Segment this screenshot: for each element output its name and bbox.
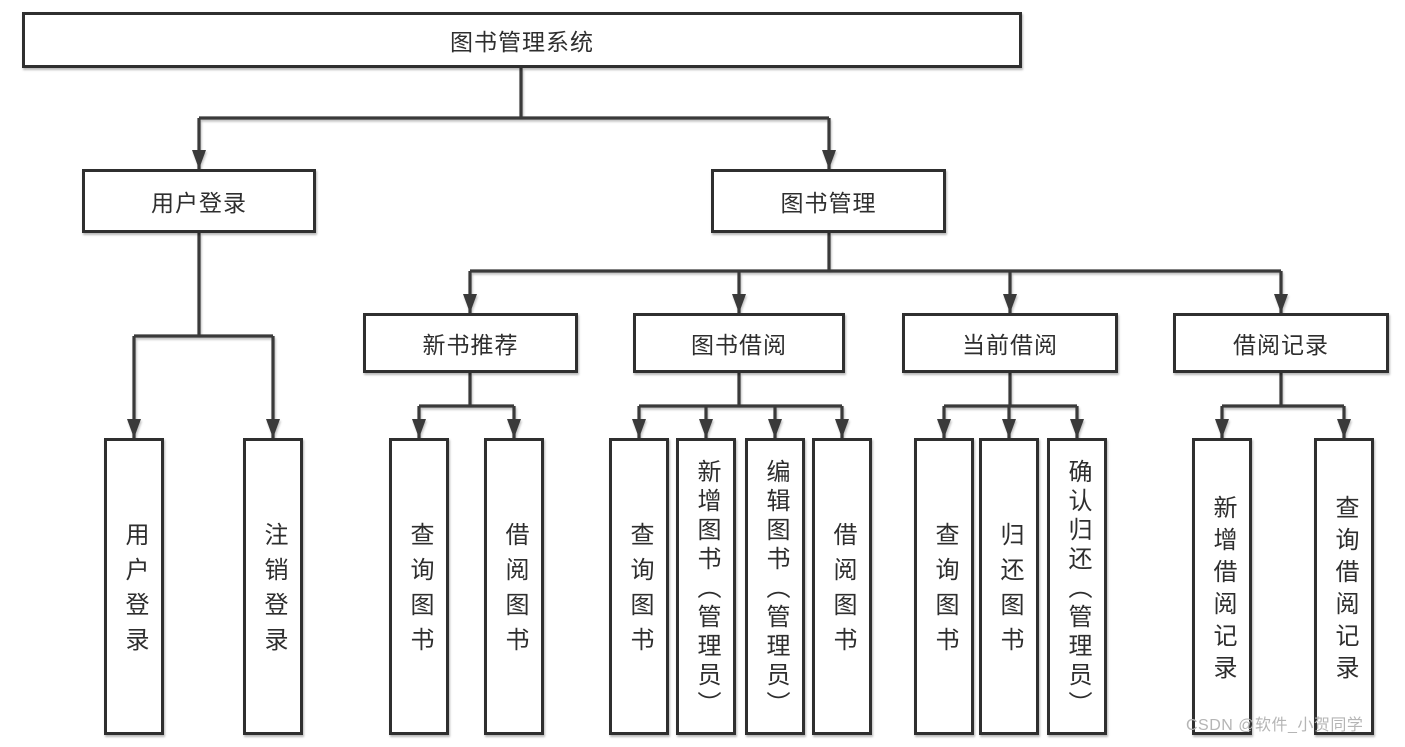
leaf-confirm-return-admin: 确认归还（管理员） — [1047, 438, 1107, 735]
leaf-borrow-books-recommend-label: 借阅图书 — [501, 522, 528, 662]
node-book-management-label: 图书管理 — [780, 190, 877, 216]
leaf-logout-label: 注销登录 — [260, 522, 287, 662]
leaf-borrow-books: 借阅图书 — [812, 438, 872, 735]
node-borrowing-records-label: 借阅记录 — [1233, 332, 1329, 358]
leaf-edit-books-admin: 编辑图书（管理员） — [745, 438, 805, 735]
leaf-return-books: 归还图书 — [979, 438, 1039, 735]
node-book-management: 图书管理 — [711, 169, 946, 233]
leaf-add-books-admin-label: 新增图书（管理员） — [693, 458, 720, 720]
leaf-query-books-borrowing-label: 查询图书 — [626, 522, 653, 662]
leaf-add-borrow-record-label: 新增借阅记录 — [1209, 494, 1236, 687]
node-root-system: 图书管理系统 — [22, 12, 1022, 68]
leaf-return-books-label: 归还图书 — [996, 522, 1023, 662]
leaf-add-books-admin: 新增图书（管理员） — [676, 438, 736, 735]
leaf-borrow-books-recommend: 借阅图书 — [484, 438, 544, 735]
csdn-watermark: CSDN @软件_小贺同学 — [1186, 717, 1364, 734]
node-current-borrowing: 当前借阅 — [902, 313, 1118, 373]
leaf-borrow-books-label: 借阅图书 — [829, 522, 856, 662]
node-new-book-recommend-label: 新书推荐 — [422, 332, 519, 358]
leaf-query-borrow-record-label: 查询借阅记录 — [1331, 494, 1358, 687]
node-root-label: 图书管理系统 — [450, 29, 594, 55]
leaf-query-borrow-record: 查询借阅记录 — [1314, 438, 1374, 735]
leaf-query-books-borrowing: 查询图书 — [609, 438, 669, 735]
node-user-login: 用户登录 — [82, 169, 316, 233]
leaf-query-books-current-label: 查询图书 — [931, 522, 958, 662]
node-borrowing-records: 借阅记录 — [1173, 313, 1389, 373]
leaf-logout: 注销登录 — [243, 438, 303, 735]
leaf-user-login: 用户登录 — [104, 438, 164, 735]
leaf-query-books-recommend: 查询图书 — [389, 438, 449, 735]
leaf-confirm-return-admin-label: 确认归还（管理员） — [1064, 458, 1091, 720]
leaf-edit-books-admin-label: 编辑图书（管理员） — [762, 458, 789, 720]
leaf-add-borrow-record: 新增借阅记录 — [1192, 438, 1252, 735]
node-current-borrowing-label: 当前借阅 — [962, 332, 1058, 358]
leaf-user-login-label: 用户登录 — [121, 522, 148, 662]
leaf-query-books-current: 查询图书 — [914, 438, 974, 735]
node-user-login-label: 用户登录 — [151, 190, 247, 216]
node-new-book-recommend: 新书推荐 — [363, 313, 578, 373]
leaf-query-books-recommend-label: 查询图书 — [406, 522, 433, 662]
node-book-borrowing: 图书借阅 — [633, 313, 845, 373]
node-book-borrowing-label: 图书借阅 — [691, 332, 787, 358]
